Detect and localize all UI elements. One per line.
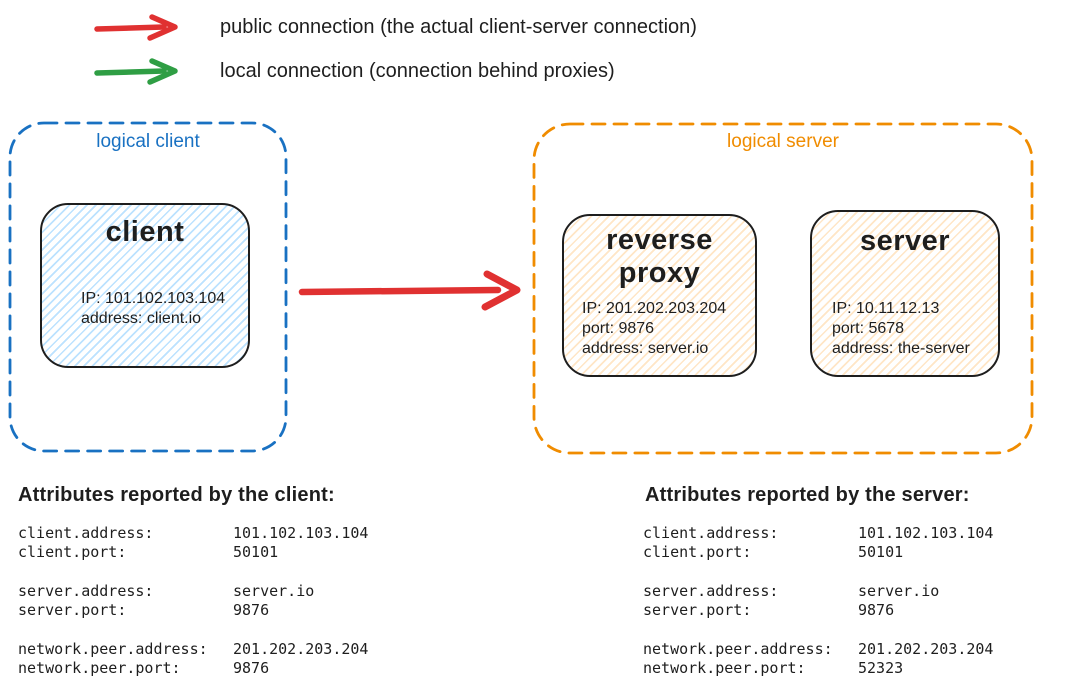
client-node: client IP: 101.102.103.104 address: clie… <box>40 203 250 368</box>
server-ip-line: IP: 10.11.12.13 <box>832 300 940 317</box>
server-node-title: server <box>859 225 951 257</box>
client-node-details: IP: 101.102.103.104 address: client.io <box>81 289 225 329</box>
attr-label: network.peer.address: <box>643 640 833 658</box>
main-public-connection-arrow-icon <box>298 270 521 311</box>
attr-value: 101.102.103.104 <box>233 524 369 542</box>
attr-label: network.peer.port: <box>643 659 806 677</box>
logical-server-label: logical server <box>727 131 839 152</box>
attr-row: client.port: 50101 <box>643 543 993 562</box>
attr-value: 9876 <box>233 601 270 619</box>
server-node: server IP: 10.11.12.13 port: 5678 addres… <box>810 210 1000 377</box>
local-connection-arrow-icon <box>94 58 178 85</box>
attr-row: server.address: server.io <box>643 582 993 601</box>
attr-label: network.peer.port: <box>18 659 181 677</box>
attr-label: server.address: <box>18 582 154 600</box>
public-connection-arrow-icon <box>94 14 178 41</box>
reverse-proxy-node-details: IP: 201.202.203.204 port: 9876 address: … <box>582 299 726 359</box>
server-attr-group-client: client.address: 101.102.103.104 client.p… <box>643 524 993 562</box>
server-attributes-list: client.address: 101.102.103.104 client.p… <box>643 524 993 691</box>
attr-label: client.address: <box>18 524 154 542</box>
server-port-line: port: 5678 <box>832 320 905 337</box>
attr-value: 201.202.203.204 <box>858 640 994 658</box>
attr-row: network.peer.port: 52323 <box>643 659 993 678</box>
client-attr-group-client: client.address: 101.102.103.104 client.p… <box>18 524 368 562</box>
client-attr-group-network-peer: network.peer.address: 201.202.203.204 ne… <box>18 640 368 678</box>
attr-label: network.peer.address: <box>18 640 208 658</box>
client-attributes-title: Attributes reported by the client: <box>18 484 335 506</box>
attr-row: client.port: 50101 <box>18 543 368 562</box>
attr-value: server.io <box>858 582 940 600</box>
attr-value: 9876 <box>233 659 270 677</box>
attr-row: server.address: server.io <box>18 582 368 601</box>
attr-value: 9876 <box>858 601 895 619</box>
attr-label: server.address: <box>643 582 779 600</box>
client-address-line: address: client.io <box>81 310 202 327</box>
attr-value: server.io <box>233 582 315 600</box>
attr-row: server.port: 9876 <box>643 601 993 620</box>
attr-value: 50101 <box>858 543 904 561</box>
attr-value: 52323 <box>858 659 904 677</box>
reverse-proxy-address-line: address: server.io <box>582 340 709 357</box>
client-ip-line: IP: 101.102.103.104 <box>81 290 226 307</box>
attr-value: 101.102.103.104 <box>858 524 994 542</box>
attr-label: server.port: <box>18 601 127 619</box>
attr-value: 201.202.203.204 <box>233 640 369 658</box>
attr-value: 50101 <box>233 543 279 561</box>
reverse-proxy-node: reverse proxy IP: 201.202.203.204 port: … <box>562 214 757 377</box>
attr-label: client.port: <box>643 543 752 561</box>
legend-label-local-connection: local connection (connection behind prox… <box>220 60 615 82</box>
server-attr-group-server: server.address: server.io server.port: 9… <box>643 582 993 620</box>
server-node-details: IP: 10.11.12.13 port: 5678 address: the-… <box>832 299 970 359</box>
legend-label-public-connection: public connection (the actual client-ser… <box>220 16 697 38</box>
attr-row: server.port: 9876 <box>18 601 368 620</box>
client-attributes-list: client.address: 101.102.103.104 client.p… <box>18 524 368 691</box>
attr-row: network.peer.port: 9876 <box>18 659 368 678</box>
attr-row: network.peer.address: 201.202.203.204 <box>643 640 993 659</box>
reverse-proxy-ip-line: IP: 201.202.203.204 <box>582 300 727 317</box>
reverse-proxy-port-line: port: 9876 <box>582 320 655 337</box>
attr-label: client.port: <box>18 543 127 561</box>
logical-client-label: logical client <box>96 131 200 152</box>
client-node-title: client <box>105 216 185 248</box>
attr-row: network.peer.address: 201.202.203.204 <box>18 640 368 659</box>
server-attributes-title: Attributes reported by the server: <box>645 484 970 506</box>
attr-row: client.address: 101.102.103.104 <box>18 524 368 543</box>
server-address-line: address: the-server <box>832 340 970 357</box>
server-attr-group-network-peer: network.peer.address: 201.202.203.204 ne… <box>643 640 993 678</box>
attr-row: client.address: 101.102.103.104 <box>643 524 993 543</box>
reverse-proxy-node-title: reverse proxy <box>606 224 713 289</box>
attr-label: server.port: <box>643 601 752 619</box>
client-attr-group-server: server.address: server.io server.port: 9… <box>18 582 368 620</box>
logical-server-dashed-border <box>532 122 1034 455</box>
attr-label: client.address: <box>643 524 779 542</box>
